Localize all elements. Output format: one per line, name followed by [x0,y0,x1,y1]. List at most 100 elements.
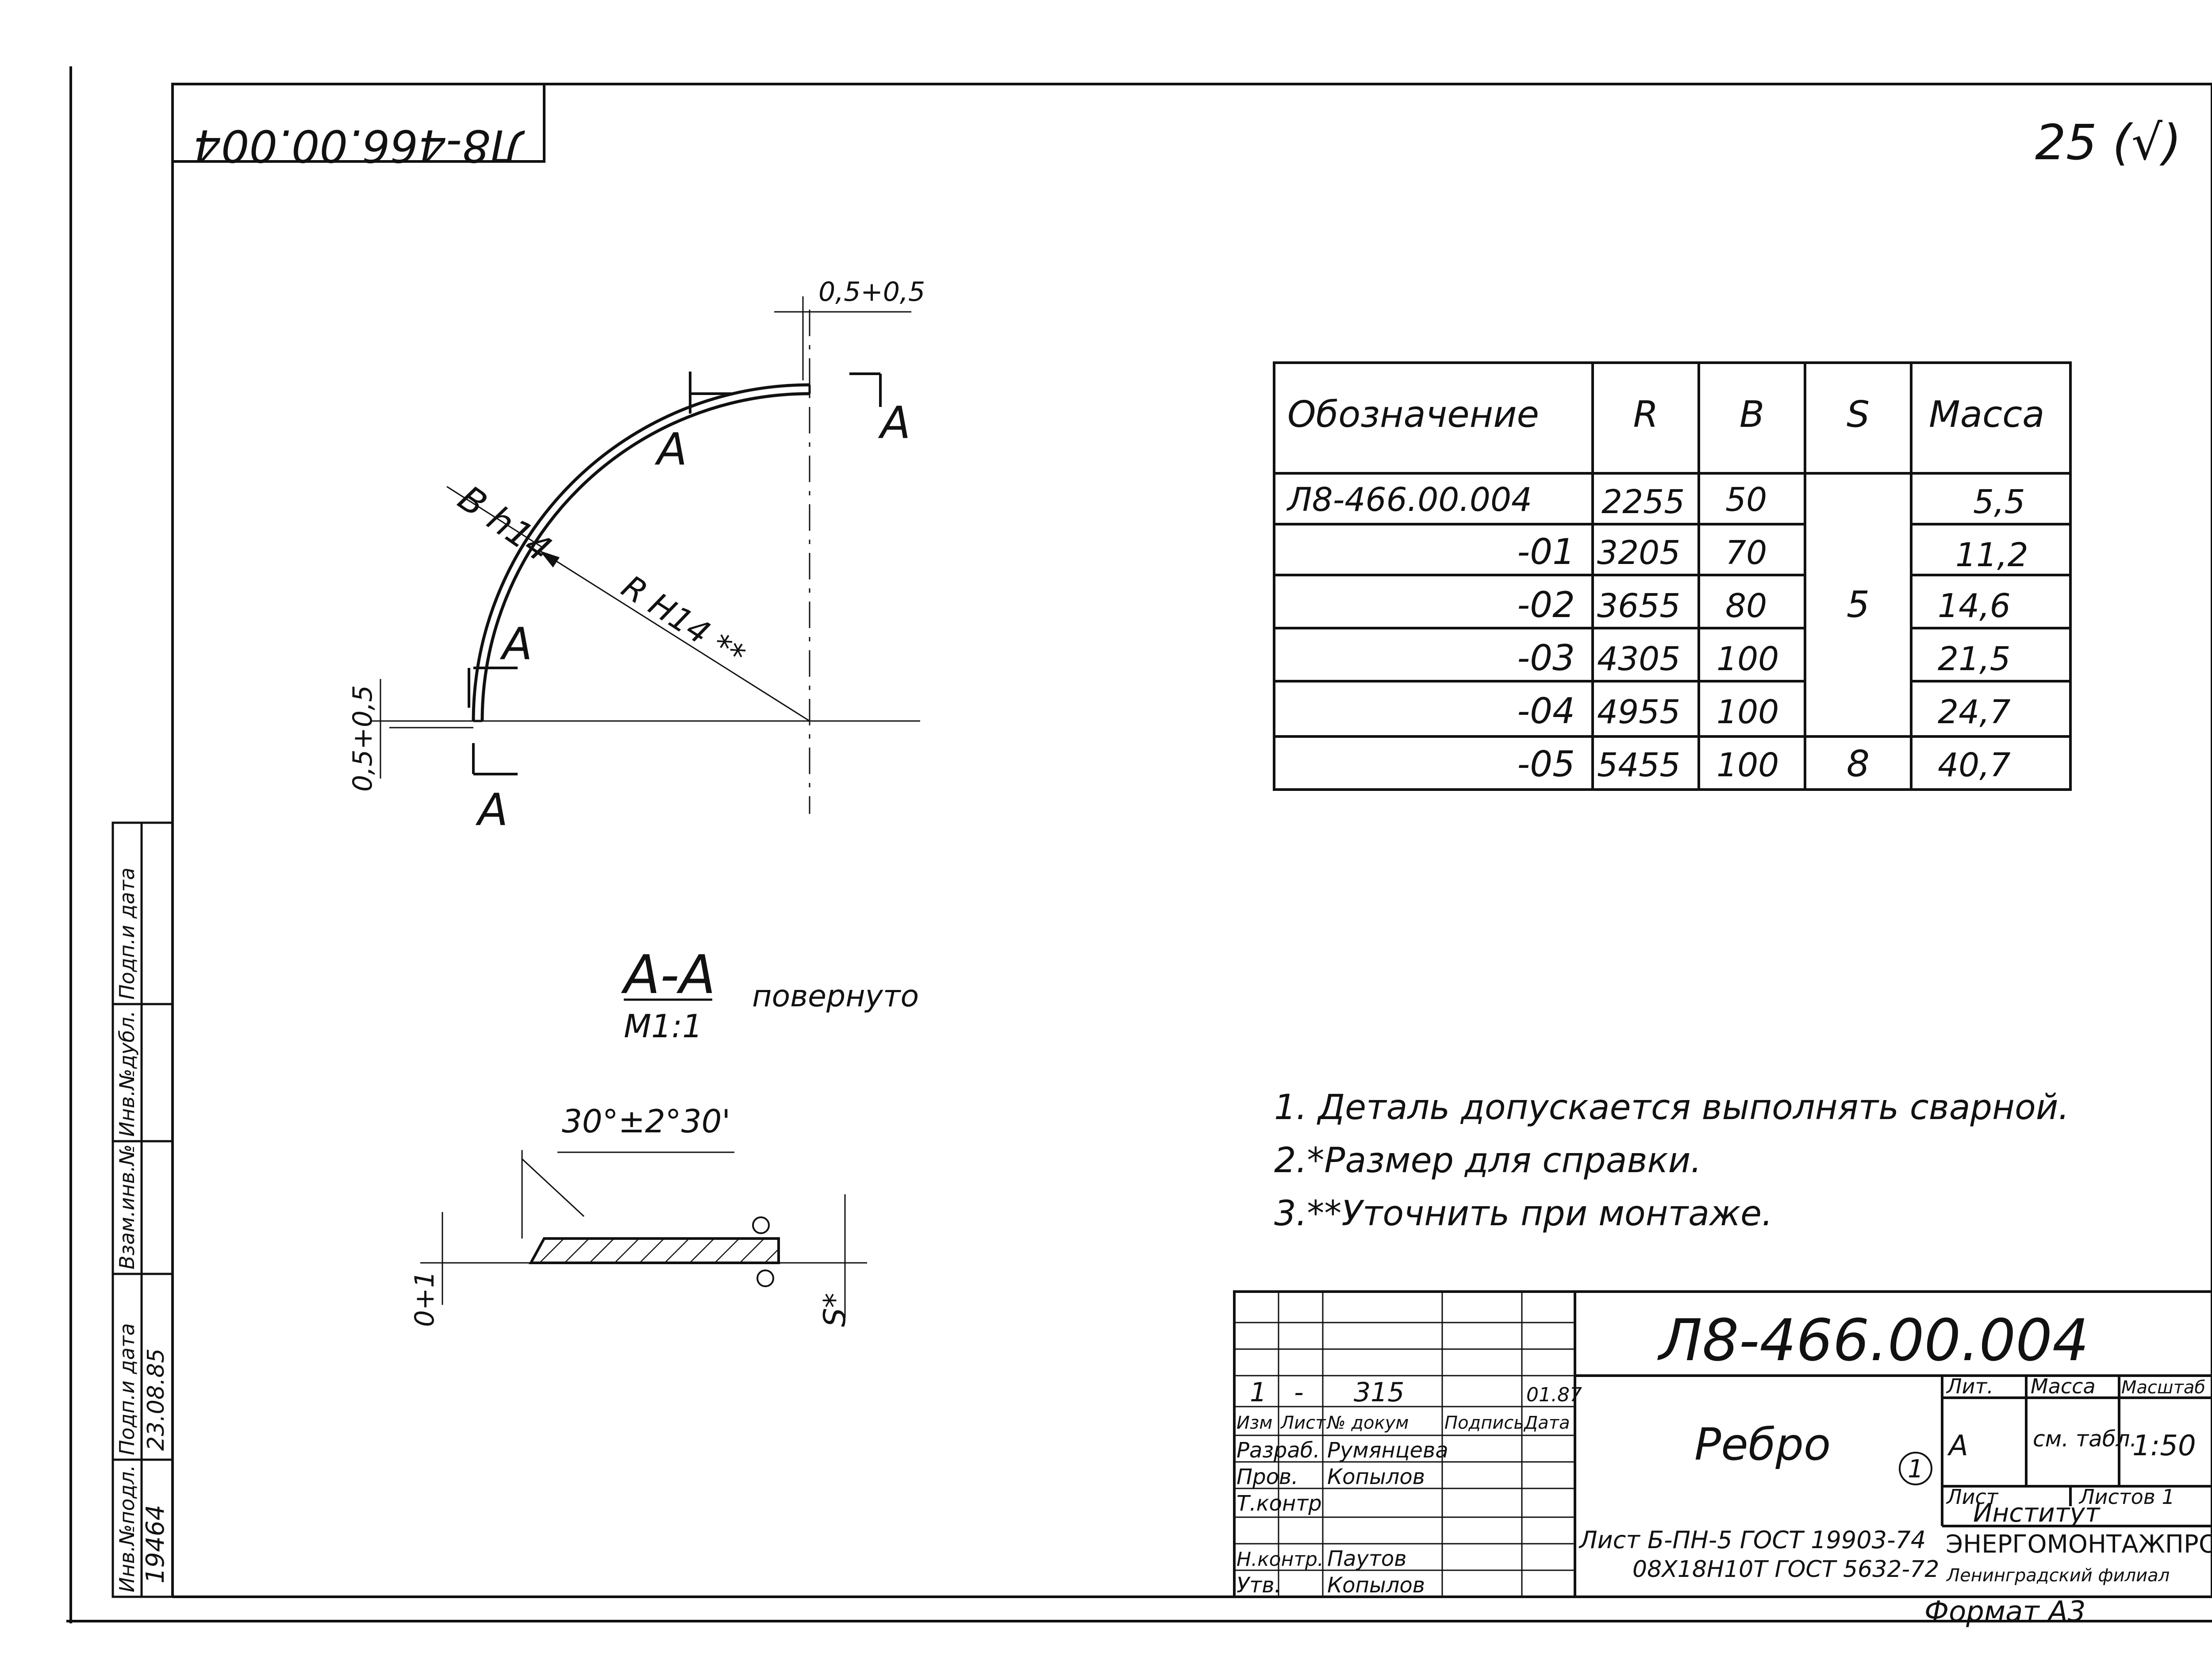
side-inv-value: 19464 [141,1505,170,1584]
row-5-designation: -05 [1517,744,1575,785]
side-replace-label: Взам.инв.№ [115,1144,139,1269]
section-note: повернуто [752,979,919,1014]
section-view: А-А M1:1 повернуто 30°±2°30' 0+1 S* [409,944,919,1327]
th-mass: Масса [1929,394,2044,436]
row-4-r: 4955 [1597,693,1680,731]
tb-col-list: Лист [1280,1413,1326,1433]
note-2: 2.*Размер для справки. [1274,1141,1701,1181]
tb-role-3: Н.контр. [1237,1548,1324,1571]
side-sign-date-value: 23.08.85 [143,1348,169,1451]
row-4-mass: 24,7 [1938,693,2011,731]
row-1-b: 70 [1725,534,1767,572]
row-0-r: 2255 [1601,483,1685,521]
section-mark-a3: А [499,618,532,670]
tb-scale-value: 1:50 [2132,1430,2196,1462]
notes: 1. Деталь допускается выполнять сварной.… [1274,1088,2069,1234]
th-b: B [1740,394,1764,436]
row-3-r: 4305 [1597,640,1680,678]
row-2-r: 3655 [1597,587,1680,625]
top-stamp-number: Л8-466.00.004 [193,120,525,172]
row-3-designation: -03 [1517,637,1575,679]
tb-mass-label: Масса [2031,1374,2096,1398]
row-4-b: 100 [1717,693,1779,731]
tb-org-1: Институт [1973,1498,2101,1528]
row-3-b: 100 [1717,640,1779,678]
roughness-mark: 25 (√) [2035,114,2181,171]
row-5-mass: 40,7 [1938,746,2011,784]
top-stamp: Л8-466.00.004 [171,83,545,172]
section-dim-left: 0+1 [409,1271,440,1327]
tb-circle-mark: 1 [1908,1455,1924,1484]
row-1-mass: 11,2 [1955,536,2028,574]
row-5-r: 5455 [1597,746,1680,784]
tb-change-5: 01.87 [1526,1384,1582,1406]
tb-role-0: Разраб. [1237,1438,1320,1463]
side-stamp: Инв.№подл. 19464 Подп.и дата 23.08.85 Вз… [111,821,174,1598]
side-dup-label: Инв.№дубл. [115,1011,139,1137]
row-2-b: 80 [1725,587,1767,625]
tb-change-2: - [1294,1377,1304,1408]
tb-role-2: Т.контр [1237,1491,1322,1516]
tb-col-doc: № докум [1326,1413,1409,1433]
dim-top-gap: 0,5+0,5 [818,276,925,307]
side-sign-date-label: Подп.и дата [115,1323,139,1455]
tb-lit-label: Лит. [1946,1374,1993,1398]
section-title: А-А [621,944,715,1006]
row-2-mass: 14,6 [1938,587,2011,625]
row-5-b: 100 [1717,746,1779,784]
section-dim-right: S* [818,1293,853,1327]
row-0-designation: Л8-466.00.004 [1286,481,1532,519]
tb-mass-value: см. табл. [2033,1426,2137,1452]
section-scale: M1:1 [624,1008,703,1045]
row-1-designation: -01 [1517,531,1575,572]
row-0-mass: 5,5 [1973,483,2025,521]
tb-col-sign: Подпись [1444,1413,1524,1433]
tb-name-0: Румянцева [1327,1438,1448,1463]
s-value-5: 5 [1847,584,1870,626]
section-mark-a2: А [878,397,910,449]
tb-col-date: Дата [1523,1413,1570,1433]
tb-role-4: Утв. [1237,1573,1281,1598]
s-value-8: 8 [1847,743,1870,785]
tb-part-name: Ребро [1694,1419,1831,1470]
tb-name-3: Паутов [1327,1546,1407,1571]
tb-sheets-label: Листов 1 [2078,1485,2175,1509]
tb-material-2: 08Х18Н10Т ГОСТ 5632-72 [1632,1556,1939,1583]
tb-name-4: Копылов [1327,1573,1425,1598]
tb-drawing-number: Л8-466.00.004 [1657,1307,2089,1374]
title-block: Л8-466.00.004 Ребро 1 1 - 315 01.87 Изм … [1233,1290,2212,1628]
tb-col-izm: Изм [1237,1413,1272,1433]
note-3: 3.**Уточнить при монтаже. [1274,1194,1773,1234]
main-view: 0,5+0,5 0,5+0,5 B h14 R H14 ** А А А А [347,276,925,836]
th-r: R [1633,394,1659,436]
dim-radius: R H14 ** [615,568,752,675]
section-mark-a4: А [475,784,508,836]
tb-name-1: Копылов [1327,1465,1425,1489]
tb-sheet-label: Лист [1946,1485,1999,1509]
sheet-frame [66,66,2212,1623]
row-4-designation: -04 [1517,690,1575,732]
note-1: 1. Деталь допускается выполнять сварной. [1274,1088,2069,1127]
th-designation: Обозначение [1287,394,1539,436]
dim-left-gap: 0,5+0,5 [347,685,378,792]
tb-scale-label: Масштаб [2121,1377,2205,1398]
row-3-mass: 21,5 [1938,640,2011,678]
row-0-b: 50 [1725,481,1767,519]
side-sign-date-label-2: Подп.и дата [115,867,139,1000]
side-inv-label: Инв.№подл. [115,1465,139,1592]
tb-org-3: Ленинградский филиал [1946,1565,2170,1586]
row-1-r: 3205 [1597,534,1680,572]
tb-change-3: 315 [1354,1377,1405,1408]
tb-change-1: 1 [1250,1377,1267,1408]
dim-width: B h14 [451,477,559,570]
row-2-designation: -02 [1517,584,1575,625]
spec-table: Обозначение R B S Масса Л8-466.00.004 22… [1273,361,2072,791]
section-angle: 30°±2°30' [562,1103,730,1140]
section-mark-a1: А [654,423,687,475]
tb-role-1: Пров. [1237,1465,1298,1489]
tb-material-1: Лист Б-ПН-5 ГОСТ 19903-74 [1578,1526,1926,1554]
tb-format: Формат А3 [1924,1595,2086,1628]
th-s: S [1847,394,1870,436]
tb-org-2: ЭНЕРГОМОНТАЖПРОЕКТ [1946,1530,2212,1559]
